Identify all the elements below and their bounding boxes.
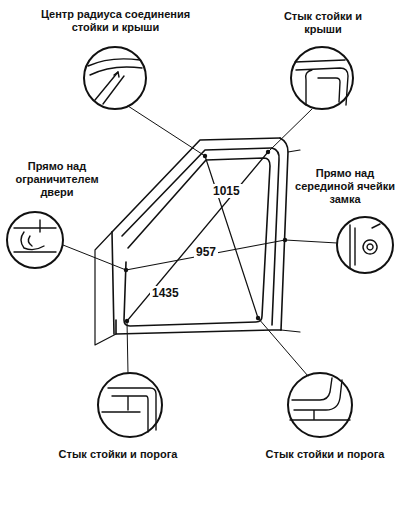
callout-label: Центр радиуса соединения стойки и крыши	[28, 8, 203, 34]
pillar-roof-sketch	[295, 60, 348, 105]
body-lines	[95, 150, 300, 345]
dimension-line	[126, 240, 285, 270]
dimension-number: 957	[194, 245, 218, 259]
points	[124, 150, 287, 323]
detail-circle	[337, 217, 393, 273]
sill	[112, 232, 281, 334]
callout-label: Стык стойки и порога	[265, 448, 385, 461]
dimension-line	[205, 156, 258, 318]
sill-corner-sketch	[290, 378, 350, 420]
lock-sketch	[350, 224, 380, 268]
b-pillar	[272, 138, 288, 330]
a-pillar-inner	[122, 148, 272, 236]
callout-label: Прямо над ограничителем двери	[2, 160, 112, 199]
dimension-number: 1015	[211, 184, 242, 198]
a-pillar-outer	[112, 138, 280, 232]
leader-lines	[63, 106, 337, 376]
detail-circle	[288, 373, 352, 437]
door-check-sketch	[14, 220, 56, 252]
roof-corner-sketch	[88, 59, 142, 104]
detail-circle	[291, 47, 353, 109]
leader-line	[63, 245, 126, 270]
dimension-line	[127, 152, 268, 321]
leader-line	[128, 106, 205, 156]
leader-line	[127, 321, 128, 373]
detail-circle	[98, 373, 162, 437]
detail-circles	[7, 47, 393, 437]
callout-label: Прямо над серединой ячейки замка	[293, 167, 397, 206]
dimension-number: 1435	[150, 286, 181, 300]
detail-sketches	[14, 59, 380, 432]
body-outline	[95, 138, 300, 345]
callout-label: Стык стойки и порога	[58, 448, 178, 461]
leader-line	[268, 109, 312, 152]
detail-circle	[7, 212, 63, 268]
dimension-lines	[126, 152, 285, 321]
roof-corner-arrow	[114, 72, 119, 77]
detail-circle	[84, 47, 146, 109]
door-frame-inner	[124, 158, 270, 326]
callout-label: Стык стойки и крыши	[268, 10, 378, 36]
sill-corner-sketch	[102, 388, 156, 432]
leader-line	[285, 240, 337, 243]
leader-line	[258, 318, 308, 376]
